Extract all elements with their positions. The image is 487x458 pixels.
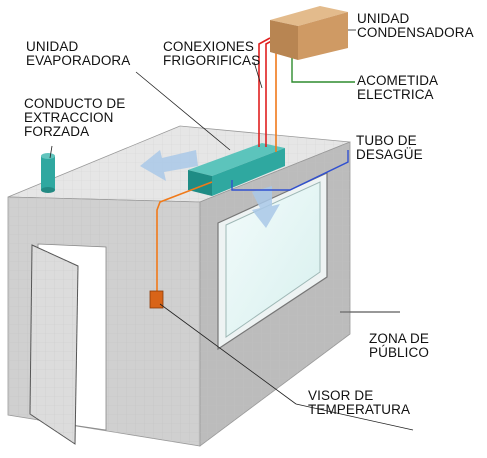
leader-evaporadora — [135, 71, 231, 151]
window-glass — [225, 181, 321, 338]
label-visor-temperatura: VISOR DE TEMPERATURA — [308, 388, 411, 417]
label-zona-publico: ZONA DE PÚBLICO — [369, 331, 429, 360]
drain-line — [231, 150, 349, 191]
label-acometida-electrica: ACOMETIDA ELECTRICA — [357, 73, 439, 102]
label-unidad-evaporadora: UNIDAD EVAPORADORA — [26, 39, 131, 68]
extraction-duct — [41, 153, 55, 193]
label-tubo-desague: TUBO DE DESAGÜE — [356, 133, 423, 162]
temperature-display — [149, 290, 164, 309]
leader-conducto — [49, 145, 53, 159]
leader-conexiones — [253, 61, 263, 89]
leader-visor-tail — [295, 403, 414, 431]
label-conexiones-frigorificas: CONEXIONES FRIGORIFICAS — [163, 39, 261, 68]
condensing-unit — [270, 6, 348, 60]
airflow-arrow-down — [252, 186, 280, 228]
orange-line-sensor — [156, 181, 213, 292]
label-conducto-extraccion: CONDUCTO DE EXTRACCION FORZADA — [24, 96, 126, 139]
leader-visor — [159, 303, 297, 405]
refrigerant-line-1 — [258, 37, 271, 147]
airflow-arrow-left — [140, 150, 198, 181]
label-unidad-condensadora: UNIDAD CONDENSADORA — [357, 11, 474, 40]
